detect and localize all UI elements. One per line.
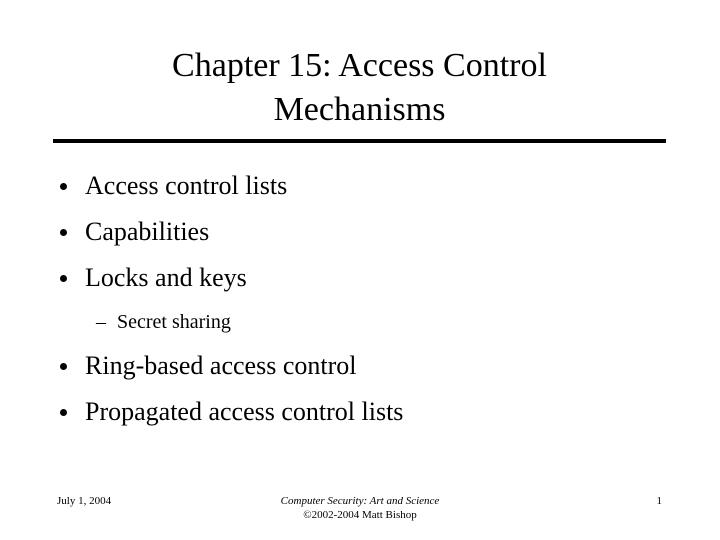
list-item: Capabilities — [55, 209, 675, 255]
slide-title-line-2: Mechanisms — [273, 91, 446, 128]
title-divider-rule — [53, 139, 666, 143]
sub-list-item-label: Secret sharing — [117, 311, 231, 333]
list-item-label: Propagated access control lists — [85, 397, 404, 426]
slide-title-line-1: Chapter 15: Access Control — [172, 47, 547, 84]
footer-center-block: Computer Security: Art and Science ©2002… — [160, 494, 560, 522]
bullet-dot-icon — [55, 390, 85, 435]
list-item: Locks and keys — [55, 255, 675, 301]
list-item-label: Capabilities — [85, 217, 210, 246]
footer-copyright: ©2002-2004 Matt Bishop — [303, 509, 417, 521]
list-item-label: Access control lists — [85, 171, 288, 200]
list-item-label: Locks and keys — [85, 263, 247, 292]
list-item: Access control lists — [55, 163, 675, 209]
slide-title: Chapter 15: Access Control Mechanisms — [53, 44, 666, 132]
bullet-dot-icon — [55, 344, 85, 389]
list-item: Ring-based access control — [55, 343, 675, 389]
bullet-dot-icon — [55, 256, 85, 301]
sub-list-item: – Secret sharing — [55, 301, 675, 343]
slide-body-list: Access control lists Capabilities Locks … — [55, 163, 675, 435]
footer-book-title: Computer Security: Art and Science — [280, 495, 440, 507]
slide-footer: July 1, 2004 Computer Security: Art and … — [0, 494, 720, 534]
bullet-dash-icon: – — [96, 311, 106, 333]
list-item: Propagated access control lists — [55, 389, 675, 435]
list-item-label: Ring-based access control — [85, 351, 357, 380]
footer-date: July 1, 2004 — [57, 495, 112, 507]
bullet-dot-icon — [55, 210, 85, 255]
footer-page-number: 1 — [656, 495, 663, 507]
bullet-dot-icon — [55, 164, 85, 209]
